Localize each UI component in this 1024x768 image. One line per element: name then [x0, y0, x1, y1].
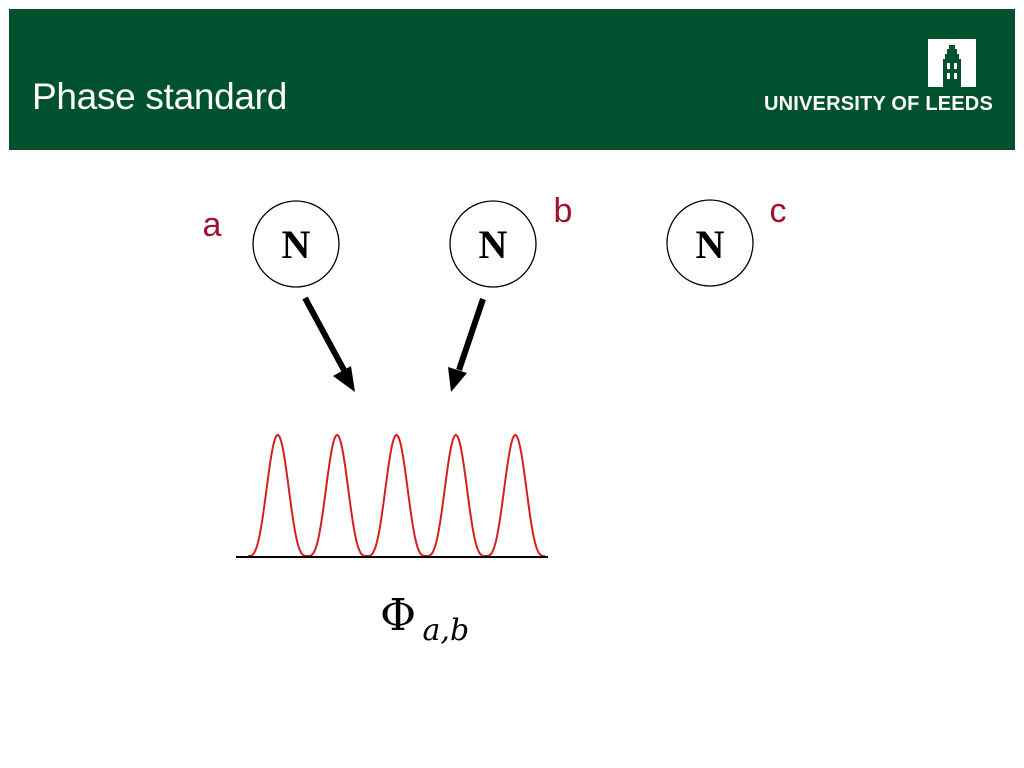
- slide-title: Phase standard: [32, 76, 287, 117]
- node-a-letter: a: [203, 206, 222, 244]
- arrow-a-shaft: [302, 296, 348, 374]
- arrow-b-head: [448, 367, 467, 392]
- node-c-letter: c: [770, 192, 787, 230]
- phase-symbol: Φ a,b: [380, 590, 469, 648]
- node-a-circle: [252, 200, 340, 288]
- arrow-a-head: [333, 366, 355, 392]
- node-b-letter: b: [554, 192, 573, 230]
- node-b-circle: [449, 200, 537, 288]
- node-b-label: N: [479, 222, 508, 267]
- node-a-label: N: [282, 222, 311, 267]
- university-tower-icon: [928, 39, 976, 87]
- node-c-label: N: [696, 222, 725, 267]
- phase-symbol-subscript: a,b: [423, 613, 470, 648]
- header-banner: [9, 9, 1015, 150]
- phase-symbol-main: Φ: [380, 590, 416, 641]
- phase-waveform: [248, 433, 545, 557]
- arrow-b-shaft: [456, 298, 486, 371]
- node-c-circle: [666, 199, 754, 287]
- university-logo-text: UNIVERSITY OF LEEDS: [763, 93, 993, 115]
